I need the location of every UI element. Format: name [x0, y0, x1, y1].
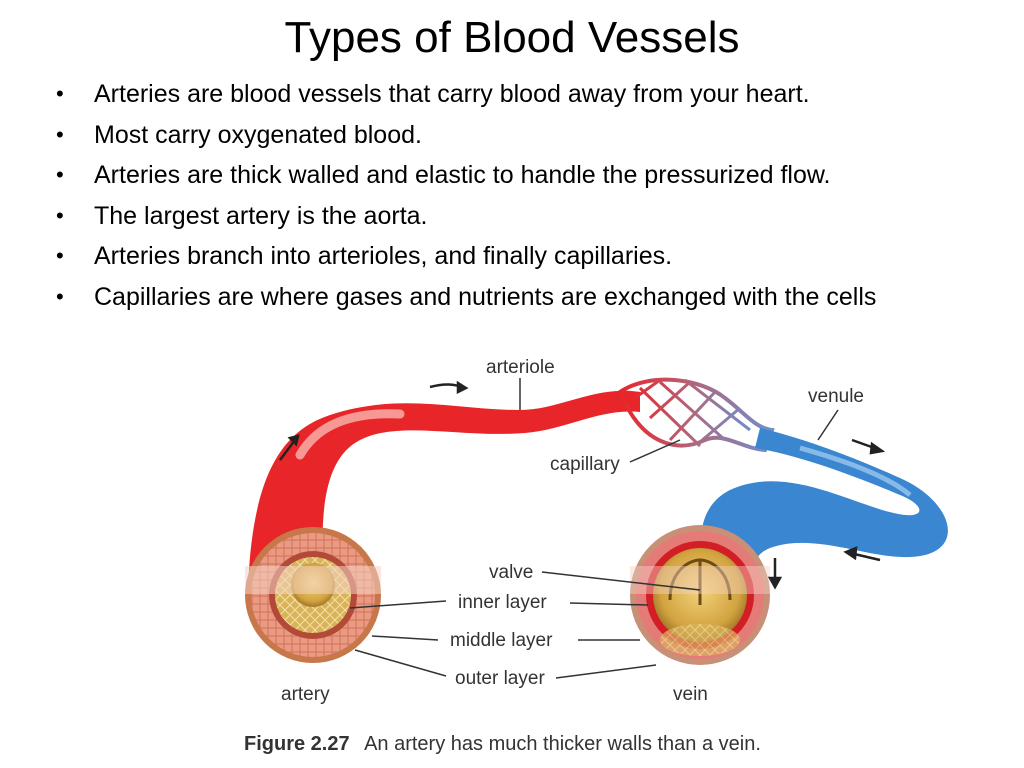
label-artery: artery — [281, 684, 330, 705]
vein-cross-section — [630, 525, 770, 665]
artery-cross-section — [245, 527, 381, 663]
bullet-text: Arteries are blood vessels that carry bl… — [94, 80, 810, 108]
slide-title: Types of Blood Vessels — [284, 13, 740, 62]
bullet-text: Arteries branch into arterioles, and fin… — [94, 242, 673, 270]
label-capillary: capillary — [550, 454, 620, 475]
arrow-icon — [869, 441, 886, 455]
label-outer-layer: outer layer — [455, 668, 545, 689]
bullet-item: • Arteries branch into arterioles, and fi… — [52, 240, 952, 272]
bullet-dot: • — [56, 162, 64, 187]
label-arteriole: arteriole — [486, 357, 555, 378]
bullet-item: • Arteries are thick walled and elastic t… — [52, 159, 952, 191]
bullet-dot: • — [56, 121, 64, 147]
bullet-text: Capillaries are where gases and nutrient… — [94, 282, 877, 311]
label-inner-layer: inner layer — [458, 592, 547, 613]
bullet-dot: • — [56, 283, 64, 309]
arrow-icon — [843, 546, 858, 561]
bullet-text: Arteries are thick walled and elastic to… — [94, 161, 831, 189]
bullet-text: The largest artery is the aorta. — [94, 201, 428, 230]
figure-caption: Figure 2.27 An artery has much thicker w… — [244, 733, 761, 756]
label-valve: valve — [489, 562, 533, 583]
bullet-text: Most carry oxygenated blood. — [94, 120, 422, 149]
bullet-item: • Most carry oxygenated blood. — [52, 119, 952, 151]
artery-tube — [248, 390, 640, 590]
label-vein: vein — [673, 684, 708, 705]
bullet-item: • The largest artery is the aorta. — [52, 200, 952, 232]
arrow-icon — [456, 380, 469, 395]
leader-lines — [349, 378, 839, 679]
bullet-dot: • — [56, 81, 64, 106]
arrow-icon — [287, 434, 300, 447]
label-venule: venule — [808, 386, 864, 407]
flow-arrows — [279, 380, 886, 590]
bullet-item: • Arteries are blood vessels that carry b… — [52, 78, 952, 110]
arrow-icon — [767, 576, 783, 590]
bullet-list: • Arteries are blood vessels that carry b… — [52, 78, 952, 321]
bullet-dot: • — [56, 243, 64, 268]
figure-number: Figure 2.27 — [244, 733, 350, 755]
vein-tube — [700, 428, 948, 600]
capillary-network — [617, 377, 775, 453]
bullet-dot: • — [56, 202, 64, 228]
figure-caption-text: An artery has much thicker walls than a … — [364, 733, 761, 755]
bullet-item: • Capillaries are where gases and nutrien… — [52, 281, 952, 313]
label-middle-layer: middle layer — [450, 630, 553, 651]
